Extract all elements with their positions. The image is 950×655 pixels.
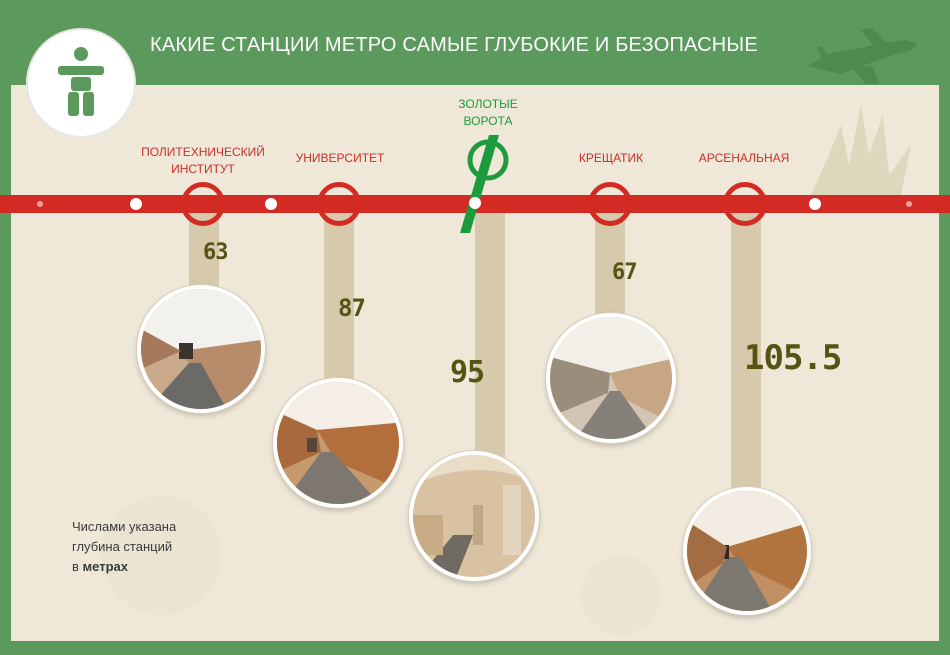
station-marker-universitet — [317, 182, 361, 226]
tunnel-photo-icon — [141, 289, 261, 409]
paper-background — [11, 85, 939, 641]
depth-value-zolotye: 95 — [450, 355, 485, 390]
station-name-line1: ПОЛИТЕХНИЧЕСКИЙ — [141, 145, 265, 159]
station-name-line2: ИНСТИТУТ — [171, 162, 235, 176]
page-title: КАКИЕ СТАНЦИИ МЕТРО САМЫЕ ГЛУБОКИЕ И БЕЗ… — [150, 34, 758, 56]
tunnel-photo-icon — [687, 491, 807, 611]
line-dot — [809, 198, 821, 210]
footnote-prefix: в — [72, 559, 83, 574]
footnote-emphasis: метрах — [82, 559, 128, 574]
footnote-line: в метрах — [72, 557, 176, 577]
inukshuk-icon — [58, 47, 104, 116]
line-dot — [37, 201, 43, 207]
station-photo-arsenalnaya — [683, 487, 811, 615]
station-marker-zolotye — [460, 135, 509, 233]
plane-silhouette-icon — [808, 28, 918, 84]
tunnel-photo-icon — [550, 317, 672, 439]
station-label-zolotye: ЗОЛОТЫЕ ВОРОТА — [438, 96, 538, 130]
explosion-icon — [101, 105, 931, 635]
line-dot — [130, 198, 142, 210]
station-label-kreshchatyk: КРЕЩАТИК — [561, 150, 661, 167]
depth-value-arsenalnaya: 105.5 — [744, 338, 842, 378]
station-label-universitet: УНИВЕРСИТЕТ — [280, 150, 400, 167]
station-name-line2: ВОРОТА — [463, 114, 513, 128]
depth-value-kreshchatyk: 67 — [612, 260, 637, 285]
line-dot — [265, 198, 277, 210]
station-name-line1: ЗОЛОТЫЕ — [458, 97, 518, 111]
station-name-line1: УНИВЕРСИТЕТ — [295, 151, 385, 165]
logo-badge — [26, 28, 136, 138]
station-marker-arsenalnaya — [723, 182, 767, 226]
depth-footnote: Числами указана глубина станций в метрах — [72, 517, 176, 577]
station-label-politekh: ПОЛИТЕХНИЧЕСКИЙ ИНСТИТУТ — [128, 144, 278, 178]
tunnel-photo-icon — [277, 382, 399, 504]
station-marker-politekh — [181, 182, 225, 226]
station-photo-kreshchatyk — [546, 313, 676, 443]
footnote-line: глубина станций — [72, 539, 173, 554]
station-name-line1: КРЕЩАТИК — [578, 151, 644, 165]
station-photo-universitet — [273, 378, 403, 508]
station-label-arsenalnaya: АРСЕНАЛЬНАЯ — [684, 150, 804, 167]
depth-stem-arsenalnaya — [731, 205, 761, 535]
footnote-line: Числами указана — [72, 519, 177, 534]
station-photo-politekh — [137, 285, 265, 413]
depth-value-politekh: 63 — [203, 240, 228, 265]
header-bar: КАКИЕ СТАНЦИИ МЕТРО САМЫЕ ГЛУБОКИЕ И БЕЗ… — [0, 0, 950, 85]
station-marker-kreshchatyk — [588, 182, 632, 226]
depth-value-universitet: 87 — [338, 294, 366, 322]
station-photo-zolotye — [409, 451, 539, 581]
line-dot — [906, 201, 912, 207]
hall-photo-icon — [413, 455, 535, 577]
station-name-line1: АРСЕНАЛЬНАЯ — [698, 151, 790, 165]
